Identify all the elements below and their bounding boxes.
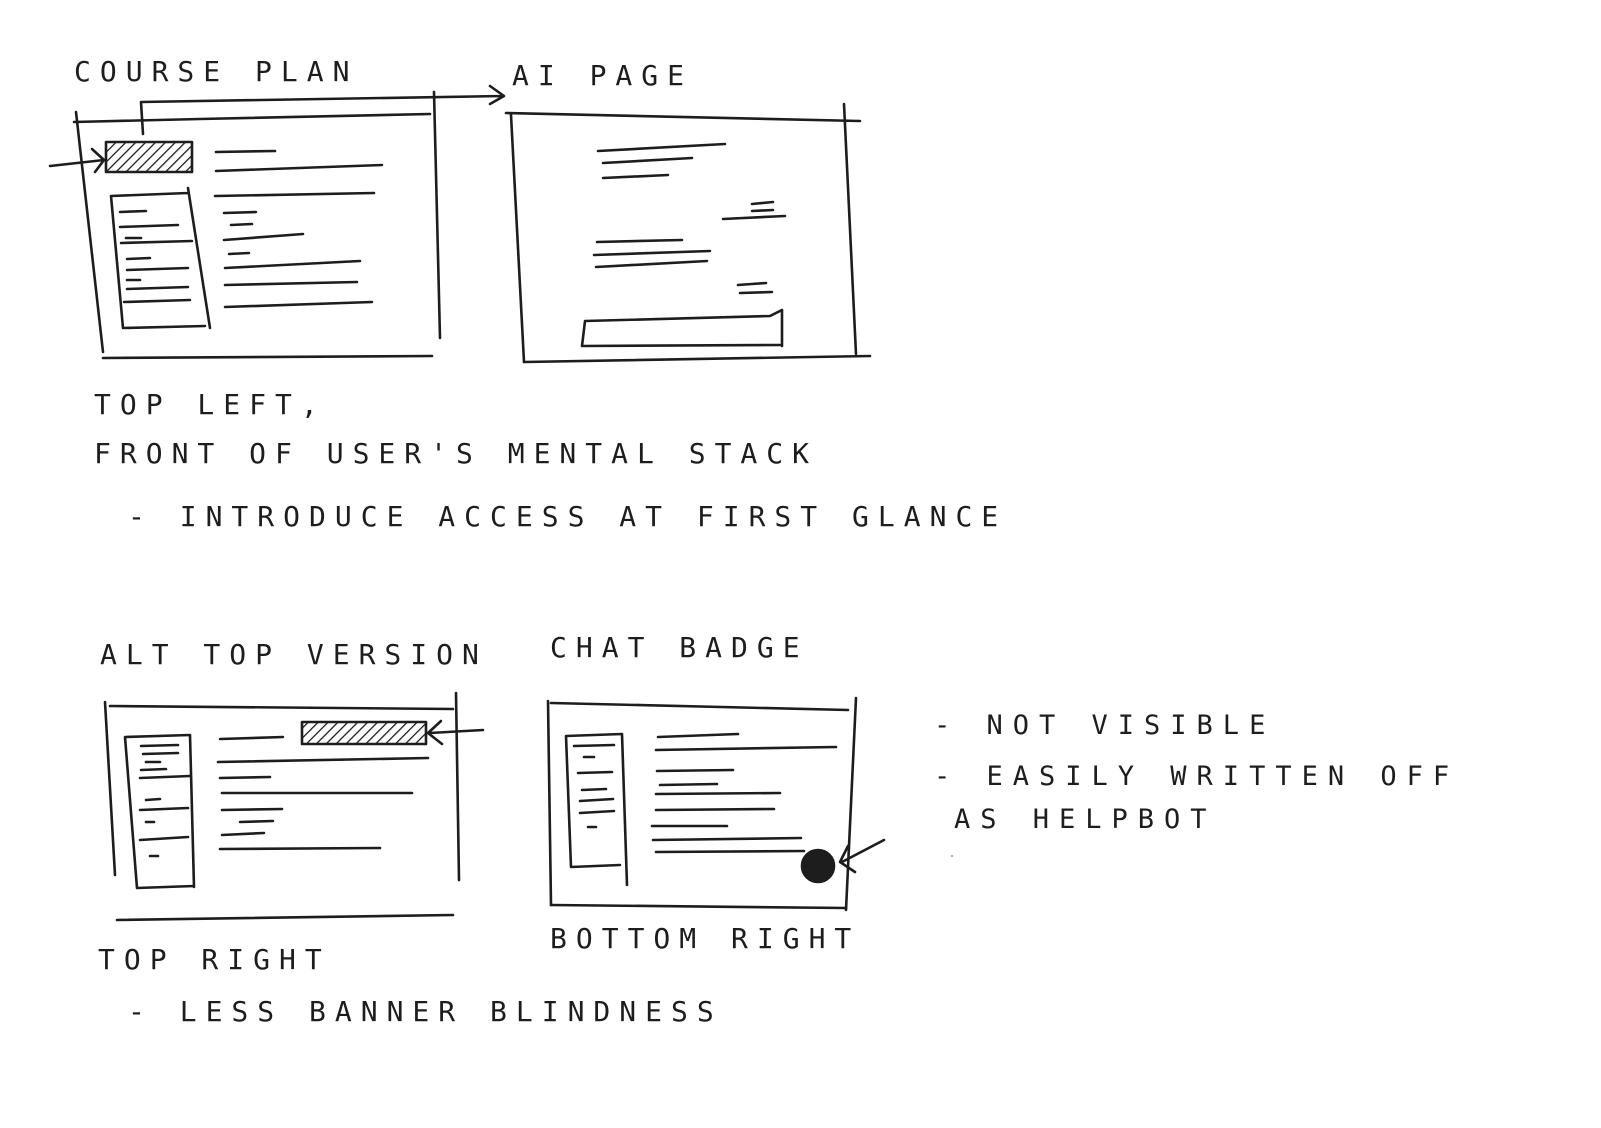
content-lines bbox=[213, 149, 384, 309]
banner-pointer-arrow bbox=[426, 719, 485, 746]
frame-top bbox=[108, 704, 455, 711]
banner-to-ai-page-arrow bbox=[139, 84, 506, 136]
top-left-bullet: - INTRODUCE ACCESS AT FIRST GLANCE bbox=[128, 500, 1008, 533]
frame-bottom bbox=[522, 354, 872, 364]
banner-pointer-arrow bbox=[48, 147, 106, 174]
sidebar-panel bbox=[123, 733, 196, 890]
sidebar-panel bbox=[564, 732, 629, 887]
chat-badge-wireframe bbox=[546, 696, 886, 912]
alt-top-version-wireframe bbox=[103, 691, 485, 922]
frame-bottom bbox=[101, 354, 434, 360]
chat-badge-note-3: AS HELPBOT bbox=[954, 804, 1217, 835]
frame-right bbox=[454, 691, 461, 882]
frame-top bbox=[549, 701, 850, 712]
badge-pointer-arrow bbox=[838, 838, 886, 874]
chat-input-box bbox=[580, 308, 784, 348]
frame-bottom bbox=[115, 913, 455, 922]
chat-badge-title: CHAT BADGE bbox=[550, 631, 809, 664]
highlight-banner bbox=[104, 140, 194, 174]
ai-page-wireframe bbox=[504, 102, 872, 364]
frame-left bbox=[546, 699, 553, 907]
ai-page-title: AI PAGE bbox=[512, 59, 694, 92]
course-plan-title: COURSE PLAN bbox=[74, 55, 359, 88]
frame-right bbox=[432, 90, 442, 340]
frame-top bbox=[72, 112, 432, 124]
sidebar-items bbox=[572, 743, 616, 829]
frame-left bbox=[103, 700, 117, 877]
top-left-heading: TOP LEFT, bbox=[94, 388, 327, 421]
sidebar-panel bbox=[109, 186, 212, 330]
alt-top-version-title: ALT TOP VERSION bbox=[100, 638, 488, 671]
ink-dot bbox=[951, 855, 953, 857]
chat-badge-caption: BOTTOM RIGHT bbox=[550, 922, 861, 955]
chat-badge-note-2: - EASILY WRITTEN OFF bbox=[934, 761, 1460, 792]
highlight-banner bbox=[300, 720, 428, 746]
chat-badge-dot bbox=[800, 848, 836, 884]
frame-right bbox=[844, 696, 858, 912]
frame-right bbox=[842, 102, 858, 356]
top-left-line2: FRONT OF USER'S MENTAL STACK bbox=[94, 437, 819, 470]
chat-badge-note-1: - NOT VISIBLE bbox=[934, 710, 1276, 741]
frame-left bbox=[509, 113, 526, 364]
content-lines bbox=[650, 732, 838, 854]
chat-message-lines bbox=[592, 142, 787, 295]
sidebar-items bbox=[138, 743, 192, 858]
frame-bottom bbox=[549, 903, 848, 910]
frame-top bbox=[504, 111, 862, 123]
sidebar-items bbox=[118, 209, 194, 304]
top-right-bullet: - LESS BANNER BLINDNESS bbox=[128, 995, 723, 1028]
content-lines bbox=[216, 735, 430, 851]
frame-left bbox=[74, 110, 105, 354]
top-right-heading: TOP RIGHT bbox=[98, 943, 331, 976]
course-plan-wireframe bbox=[48, 84, 506, 360]
